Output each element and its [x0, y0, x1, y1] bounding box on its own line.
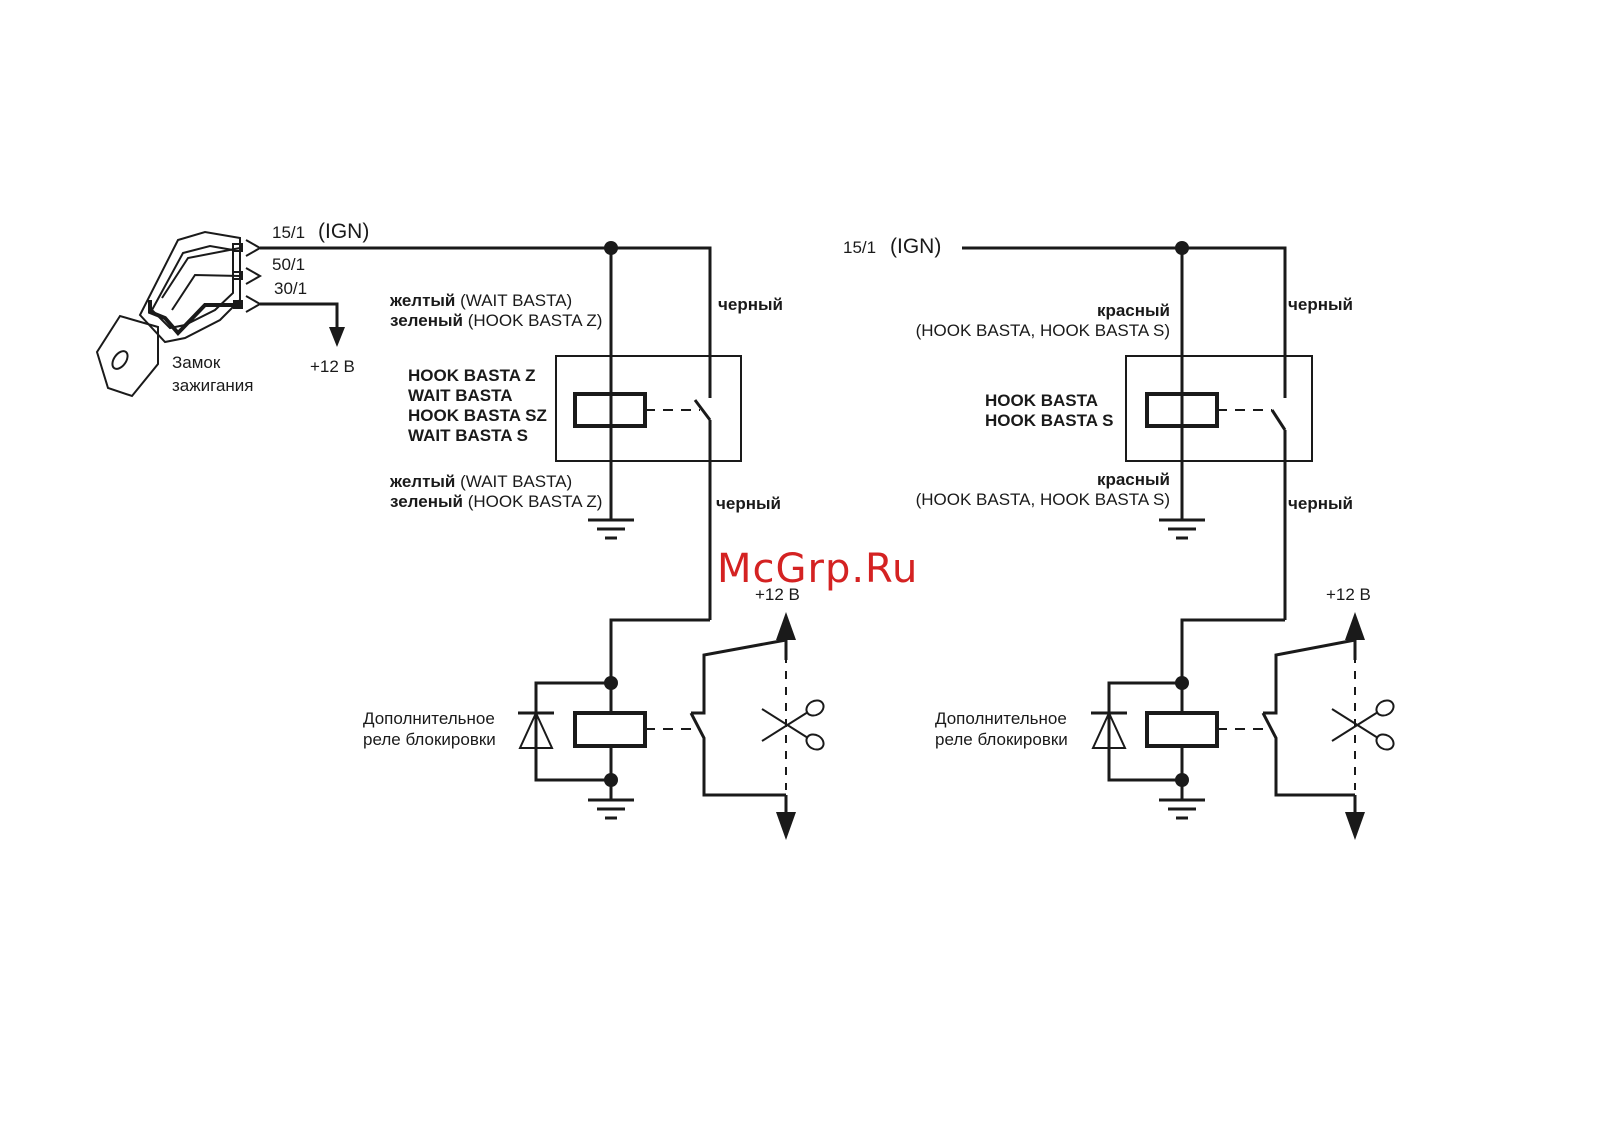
arrow-down-icon	[1345, 812, 1365, 840]
supply-out-label: +12 В	[1326, 585, 1371, 604]
watermark-text: McGrp.Ru	[717, 546, 918, 592]
alarm-relay-box	[1125, 355, 1313, 462]
arrow-down-icon	[776, 812, 796, 840]
lock-label-line2: зажигания	[172, 376, 254, 395]
wire-green-top: зеленый (HOOK BASTA Z)	[390, 311, 602, 330]
alarm-relay-box	[555, 355, 742, 462]
left-diagram: 15/1 (IGN) 50/1 30/1 +12 В Замок зажиган…	[95, 220, 828, 840]
wire-black-bottom: черный	[1288, 494, 1353, 513]
wire-red-bottom-models: (HOOK BASTA, HOOK BASTA S)	[916, 490, 1170, 509]
relay-model-1: HOOK BASTA	[985, 391, 1098, 410]
wire-black-bottom: черный	[716, 494, 781, 513]
relay-model-1: HOOK BASTA Z	[408, 366, 536, 385]
ground-icon	[1157, 798, 1207, 820]
terminal-15-1-label: 15/1	[843, 238, 876, 257]
lock-label-line1: Замок	[172, 353, 221, 372]
ign-label: (IGN)	[890, 235, 941, 258]
right-diagram: 15/1 (IGN) красный (HOOK BASTA, HOOK BAS…	[843, 235, 1398, 840]
wire-red-top: красный	[1097, 301, 1170, 320]
wire-black-top: черный	[1288, 295, 1353, 314]
ground-icon	[586, 518, 636, 540]
arrow-down-icon	[329, 327, 345, 347]
aux-relay-coil	[1145, 711, 1219, 748]
aux-relay-label-line2: реле блокировки	[935, 730, 1068, 749]
relay-model-2: HOOK BASTA S	[985, 411, 1113, 430]
terminal-30-1-label: 30/1	[274, 279, 307, 298]
ground-icon	[586, 798, 636, 820]
aux-relay-label-line2: реле блокировки	[363, 730, 496, 749]
ground-icon	[1157, 518, 1207, 540]
relay-model-3: HOOK BASTA SZ	[408, 406, 547, 425]
relay-model-2: WAIT BASTA	[408, 386, 513, 405]
wire-red-top-models: (HOOK BASTA, HOOK BASTA S)	[916, 321, 1170, 340]
supply-out-label: +12 В	[755, 585, 800, 604]
diode-icon	[518, 710, 554, 749]
arrow-up-icon	[776, 612, 796, 640]
aux-relay-label-line1: Дополнительное	[935, 709, 1067, 728]
wire-red-bottom: красный	[1097, 470, 1170, 489]
scissors-icon	[1331, 696, 1398, 754]
aux-relay-coil	[573, 711, 647, 748]
ignition-lock-icon	[95, 230, 243, 398]
wire-black-top: черный	[718, 295, 783, 314]
terminal-50-1-label: 50/1	[272, 255, 305, 274]
scissors-icon	[761, 696, 828, 754]
relay-model-4: WAIT BASTA S	[408, 426, 528, 445]
wire-yellow-top: желтый (WAIT BASTA)	[389, 291, 572, 310]
diode-icon	[1091, 710, 1127, 749]
wire-yellow-bottom: желтый (WAIT BASTA)	[389, 472, 572, 491]
supply-12v-label: +12 В	[310, 357, 355, 376]
wire-green-bottom: зеленый (HOOK BASTA Z)	[390, 492, 602, 511]
ign-label: (IGN)	[318, 220, 369, 243]
terminal-15-1-label: 15/1	[272, 223, 305, 242]
aux-relay-label-line1: Дополнительное	[363, 709, 495, 728]
arrow-up-icon	[1345, 612, 1365, 640]
